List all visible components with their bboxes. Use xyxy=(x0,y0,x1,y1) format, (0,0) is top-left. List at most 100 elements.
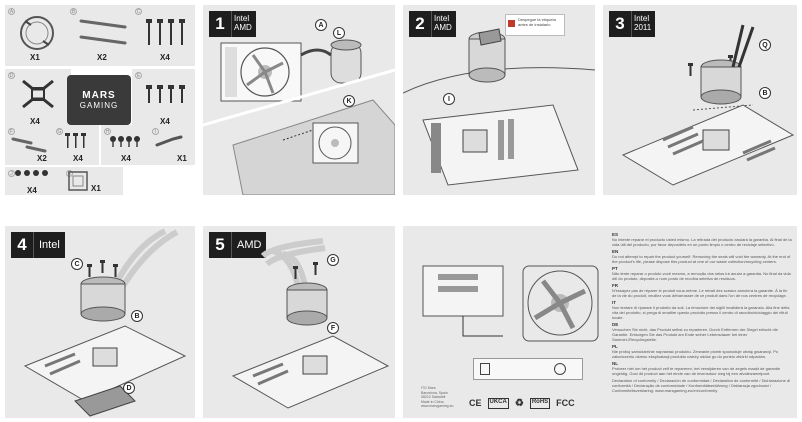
step-4-panel: 4 Intel C B D xyxy=(5,226,195,418)
part-fan-bracket: A X1 xyxy=(5,5,71,66)
callout-g: G xyxy=(327,254,339,266)
logo-line-2: GAMING xyxy=(79,101,119,110)
callout-k: K xyxy=(343,95,355,107)
callout-b: B xyxy=(759,87,771,99)
callout-c: C xyxy=(71,258,83,270)
screw-icon xyxy=(65,133,86,148)
step-5-panel: 5 AMD G F xyxy=(203,226,395,418)
plate-icon xyxy=(68,171,88,191)
logo-line-1: MARS xyxy=(82,90,116,101)
part-qty: X4 xyxy=(160,117,170,126)
part-number: B xyxy=(70,8,77,15)
part-qty: X4 xyxy=(30,117,40,126)
rohs-mark-icon: RoHS xyxy=(529,398,551,409)
callout-i: I xyxy=(443,93,455,105)
mounting-bar-icon xyxy=(79,19,127,45)
part-backplate: D X4 xyxy=(5,69,71,130)
recycling-info-box xyxy=(473,358,583,380)
part-qty: X4 xyxy=(121,154,131,163)
part-qty: X2 xyxy=(97,53,107,62)
part-thermal-paste: I X1 xyxy=(149,125,195,165)
part-brackets: F X2 xyxy=(5,125,55,165)
callout-f: F xyxy=(327,322,339,334)
callout-l: L xyxy=(333,27,345,39)
screw-icon xyxy=(15,170,48,176)
part-bracket-plate: K X1 xyxy=(63,167,123,195)
part-qty: X1 xyxy=(91,184,101,193)
step-platform: AMD xyxy=(231,232,267,258)
radiator-install-illustration xyxy=(203,39,395,195)
part-number: A xyxy=(8,8,15,15)
part-qty: X4 xyxy=(27,186,37,195)
step-badge: 5 AMD xyxy=(209,232,267,258)
part-qty: X1 xyxy=(30,53,40,62)
part-number: E xyxy=(135,72,142,79)
part-number: G xyxy=(56,128,63,135)
nut-icon xyxy=(110,136,140,147)
thermal-paste-icon xyxy=(155,135,183,147)
part-number: D xyxy=(8,72,15,79)
pump-label-illustration xyxy=(403,28,595,186)
part-qty: X4 xyxy=(73,154,83,163)
brand-logo: MARS GAMING xyxy=(67,75,131,125)
part-number: C xyxy=(135,8,142,15)
part-standoffs: G X4 xyxy=(53,125,99,165)
certification-marks: CE UKCA ♻ RoHS FCC xyxy=(469,398,575,409)
part-qty: X2 xyxy=(37,154,47,163)
part-number: I xyxy=(152,128,159,135)
step-number: 1 xyxy=(209,11,231,37)
part-nuts: H X4 xyxy=(101,125,149,165)
intel-2011-install-illustration xyxy=(621,24,795,186)
step-badge: 4 Intel xyxy=(11,232,65,258)
step-number: 2 xyxy=(409,11,431,37)
recycle-bin-icon xyxy=(480,363,490,375)
fan-connection-illustration xyxy=(422,265,599,342)
warning-icon xyxy=(508,20,515,27)
part-number: J xyxy=(8,170,15,177)
part-small-screws: J X4 xyxy=(5,167,63,195)
step-platform: Intel xyxy=(33,232,65,258)
callout-q: Q xyxy=(759,39,771,51)
amd-install-illustration xyxy=(231,238,390,409)
peel-label-note: Despegue la etiqueta antes de instalarlo xyxy=(505,14,565,36)
step-number: 3 xyxy=(609,11,631,37)
weee-icon: ♻ xyxy=(514,398,524,409)
fcc-mark-icon: FCC xyxy=(556,398,575,408)
bracket-icon xyxy=(11,137,47,153)
part-qty: X1 xyxy=(177,154,187,163)
step-number: 5 xyxy=(209,232,231,258)
parts-list-panel: A X1 B X2 C X4 D X4 MARS xyxy=(5,5,195,195)
callout-d: D xyxy=(123,382,135,394)
intel-install-illustration xyxy=(23,228,187,417)
part-bars: B X2 xyxy=(67,5,137,66)
no-dispose-icon xyxy=(554,363,566,375)
step-number: 4 xyxy=(11,232,33,258)
part-number: H xyxy=(104,128,111,135)
part-number: F xyxy=(8,128,15,135)
callout-b: B xyxy=(131,310,143,322)
part-screws-short: E X4 xyxy=(132,69,195,130)
screw-icon xyxy=(146,85,185,103)
part-qty: X4 xyxy=(160,53,170,62)
fan-bracket-icon xyxy=(20,16,54,50)
part-screws-long: C X4 xyxy=(132,5,195,66)
